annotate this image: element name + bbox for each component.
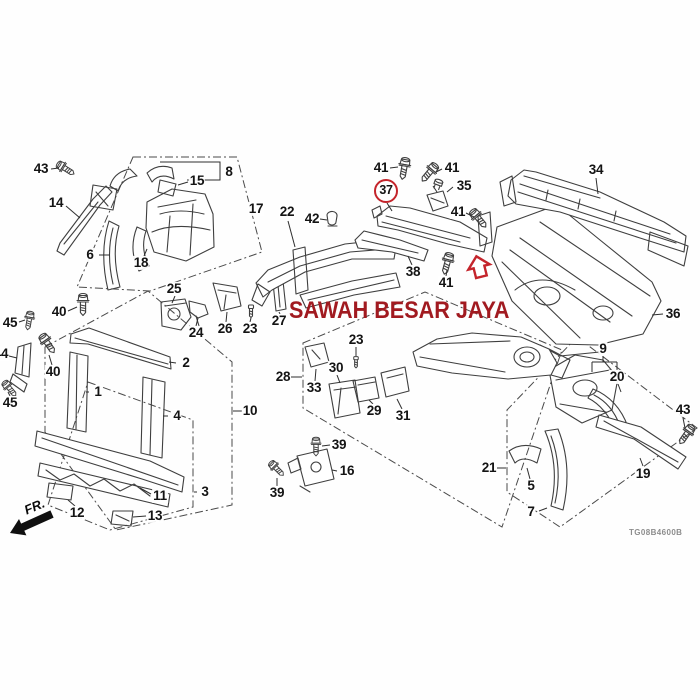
part-11-lower-crossmember [34, 430, 185, 508]
callout-41: 41 [449, 203, 467, 220]
callout-41: 41 [437, 274, 455, 291]
part-16-mount-bracket [287, 448, 335, 493]
callout-8: 8 [224, 163, 234, 180]
callout-38: 38 [404, 263, 422, 280]
callout-14: 14 [47, 194, 65, 211]
callout-34: 34 [587, 161, 605, 178]
callout-45: 45 [1, 394, 19, 411]
part-30-bracket [328, 379, 361, 419]
callout-6: 6 [85, 246, 95, 263]
part-8-wheelhouse [109, 165, 215, 262]
callout-42: 42 [303, 210, 321, 227]
callout-44: 44 [0, 346, 10, 362]
callout-28: 28 [274, 368, 292, 385]
callout-12: 12 [68, 504, 86, 521]
callout-15: 15 [188, 172, 206, 189]
callout-17: 17 [247, 200, 265, 217]
callout-36: 36 [664, 305, 682, 322]
part-35-mount-bracket [426, 190, 449, 212]
part-19-upper-rail [595, 414, 687, 470]
callout-39: 39 [268, 484, 286, 501]
callout-43: 43 [674, 401, 692, 418]
highlight-up-arrow-icon [465, 254, 493, 280]
part-38-lower-member [354, 230, 429, 262]
callout-10: 10 [241, 402, 259, 419]
callout-27: 27 [270, 312, 288, 329]
callout-5: 5 [526, 477, 536, 494]
part-4-right-stay [140, 376, 166, 459]
part-44-stay-arm [9, 342, 32, 393]
callout-20: 20 [608, 368, 626, 385]
part-36-dashboard-lower [477, 204, 662, 357]
part-25-bracket [160, 298, 192, 331]
part-code: TG08B4600B [629, 528, 683, 537]
callout-19: 19 [634, 465, 652, 482]
part-37-upper-frame [371, 205, 488, 253]
part-7-wheelhouse-strip [544, 428, 568, 511]
callout-24: 24 [187, 324, 205, 341]
callout-18: 18 [132, 254, 150, 271]
part-14-side-rail [56, 184, 118, 256]
part-22-front-side-frame [251, 239, 401, 309]
callout-11: 11 [152, 487, 168, 504]
callout-26: 26 [216, 320, 234, 337]
part-2-upper-crossmember [69, 327, 172, 370]
part-12-bracket [46, 482, 74, 501]
callout-40: 40 [50, 303, 68, 320]
part-34-cowl-top [499, 169, 689, 267]
callout-2: 2 [181, 354, 191, 371]
callout-4: 4 [172, 407, 182, 424]
callout-41: 41 [372, 159, 390, 176]
callout-41: 41 [443, 159, 461, 176]
callout-30: 30 [327, 359, 345, 376]
part-1-left-stay [66, 351, 89, 433]
part-31-bracket [380, 366, 410, 398]
part-9-strut-tower [548, 354, 619, 424]
callout-22: 22 [278, 203, 296, 220]
part-26-bracket [212, 282, 242, 312]
watermark: SAWAH BESAR JAYA [289, 297, 510, 324]
callout-23: 23 [347, 331, 365, 348]
part-13-bracket [110, 510, 134, 527]
callout-7: 7 [526, 503, 536, 520]
callout-33: 33 [305, 379, 323, 396]
callout-43: 43 [32, 160, 50, 177]
callout-29: 29 [365, 402, 383, 419]
part-5-gusset [508, 444, 542, 464]
callout-35: 35 [455, 177, 473, 194]
callout-31: 31 [394, 407, 412, 424]
part-front-side-frame-lower [412, 332, 571, 380]
callout-21: 21 [480, 459, 498, 476]
callout-23: 23 [241, 320, 259, 337]
part-29-bracket [352, 376, 380, 403]
part-42-grommet [326, 210, 338, 227]
callout-13: 13 [146, 507, 164, 524]
callout-16: 16 [338, 462, 356, 479]
callout-40: 40 [44, 363, 62, 380]
callout-9: 9 [598, 340, 608, 357]
parts-line-art [0, 156, 699, 527]
callout-39: 39 [330, 436, 348, 453]
callout-3: 3 [200, 483, 210, 500]
callout-25: 25 [165, 280, 183, 297]
callout-1: 1 [93, 383, 103, 400]
circled-callout-37: 37 [374, 179, 398, 203]
fr-direction-arrow [10, 510, 54, 536]
callout-45: 45 [1, 314, 19, 331]
leader-lines [7, 161, 686, 518]
